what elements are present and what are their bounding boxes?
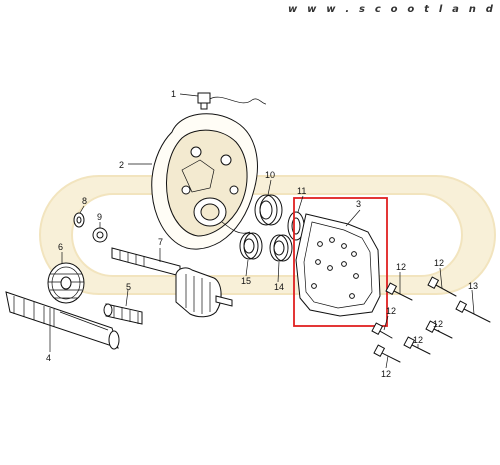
bolt-13 bbox=[455, 300, 491, 323]
part-10-bearing bbox=[254, 194, 283, 226]
bolt-12c bbox=[371, 322, 393, 339]
callout-3: 3 bbox=[356, 199, 361, 209]
background-logo bbox=[39, 175, 496, 295]
callout-9: 9 bbox=[97, 212, 102, 222]
callout-4: 4 bbox=[46, 353, 51, 363]
highlight-frame bbox=[293, 197, 388, 327]
bolt-12b bbox=[427, 276, 457, 297]
watermark-text: w w w . s c o o t l a n d . c z bbox=[288, 4, 500, 15]
bolt-12d bbox=[373, 344, 401, 363]
callout-12-e: 12 bbox=[413, 335, 423, 345]
callout-12-f: 12 bbox=[433, 319, 443, 329]
part-15-bearing bbox=[239, 232, 263, 260]
part-6-gear bbox=[47, 262, 85, 304]
part-4-countershaft bbox=[5, 291, 120, 350]
callout-13: 13 bbox=[468, 281, 478, 291]
callout-14: 14 bbox=[274, 282, 284, 292]
callout-11: 11 bbox=[297, 186, 306, 196]
part-3-cover-gasket bbox=[295, 213, 381, 317]
callout-12-b: 12 bbox=[434, 258, 444, 268]
callout-12-d: 12 bbox=[381, 369, 391, 379]
part-9-washer bbox=[92, 227, 108, 243]
part-14-bearing bbox=[269, 234, 293, 262]
part-2-crankcase bbox=[151, 113, 258, 250]
callout-8: 8 bbox=[82, 196, 87, 206]
callout-2: 2 bbox=[119, 160, 124, 170]
callout-6: 6 bbox=[58, 242, 63, 252]
bolts-group bbox=[371, 276, 491, 363]
callout-labels: 1 2 3 4 5 6 7 8 9 10 11 12 12 13 12 12 1… bbox=[46, 89, 478, 379]
bolt-12f bbox=[425, 320, 453, 339]
bolt-12a bbox=[385, 282, 413, 301]
part-1-wire-sensor bbox=[197, 92, 267, 110]
part-8-washer bbox=[73, 212, 85, 228]
callout-1: 1 bbox=[171, 89, 176, 99]
callout-7: 7 bbox=[158, 237, 163, 247]
callout-10: 10 bbox=[265, 170, 275, 180]
callout-5: 5 bbox=[126, 282, 131, 292]
callout-12-c: 12 bbox=[386, 306, 396, 316]
part-5-pinion bbox=[103, 303, 143, 325]
leader-lines bbox=[49, 93, 475, 369]
callout-15: 15 bbox=[241, 276, 251, 286]
part-7-main-shaft bbox=[111, 247, 233, 318]
bolt-12e bbox=[403, 336, 431, 355]
callout-12-a: 12 bbox=[396, 262, 406, 272]
